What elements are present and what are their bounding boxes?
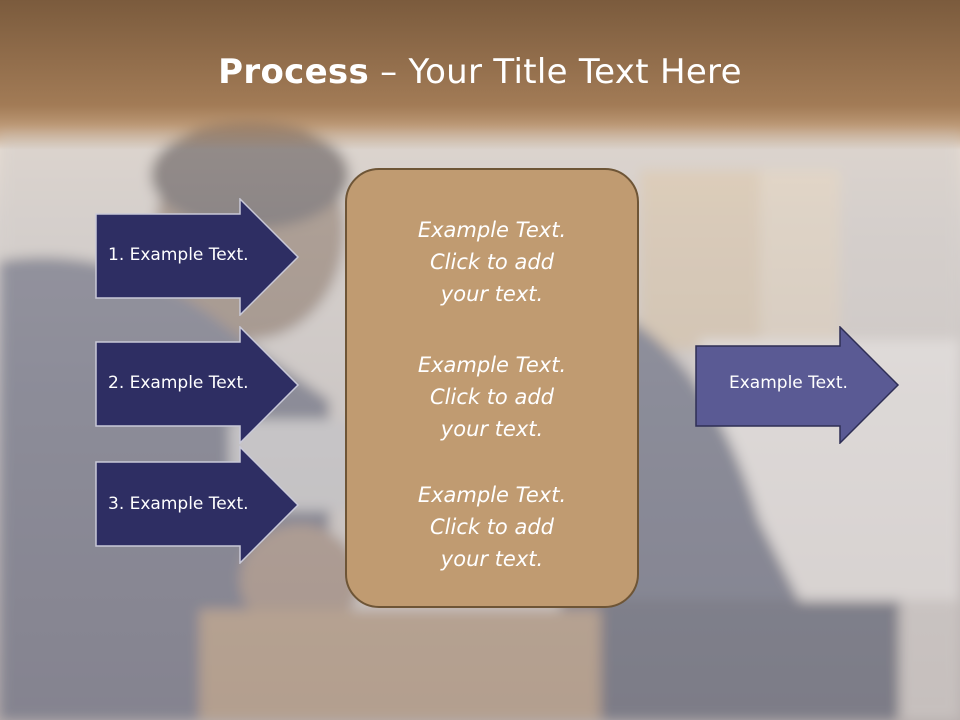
center-text-box[interactable]: Example Text. Click to add your text. Ex… — [345, 168, 639, 608]
title-rest: – Your Title Text Here — [369, 52, 742, 92]
center-item-3[interactable]: Example Text. Click to add your text. — [347, 479, 637, 575]
arrow-2-label: 2. Example Text. — [108, 373, 249, 393]
center-item-2-line3: your text. — [440, 417, 544, 441]
arrow-2[interactable] — [95, 326, 300, 444]
slide-title[interactable]: Process – Your Title Text Here — [0, 52, 960, 92]
arrow-1-label: 1. Example Text. — [108, 245, 249, 265]
title-bold: Process — [218, 52, 370, 92]
arrow-3[interactable] — [95, 446, 300, 564]
center-item-2[interactable]: Example Text. Click to add your text. — [347, 349, 637, 445]
arrow-right[interactable] — [695, 326, 900, 444]
center-item-1-line2: Click to add — [429, 250, 554, 274]
center-item-2-line2: Click to add — [429, 385, 554, 409]
center-item-3-line2: Click to add — [429, 515, 554, 539]
arrow-1[interactable] — [95, 198, 300, 316]
arrow-3-label: 3. Example Text. — [108, 494, 249, 514]
center-item-1-line1: Example Text. — [417, 218, 567, 242]
center-item-1-line3: your text. — [440, 282, 544, 306]
arrow-right-label: Example Text. — [729, 373, 848, 393]
center-item-3-line3: your text. — [440, 547, 544, 571]
center-item-3-line1: Example Text. — [417, 483, 567, 507]
center-item-1[interactable]: Example Text. Click to add your text. — [347, 214, 637, 310]
center-item-2-line1: Example Text. — [417, 353, 567, 377]
